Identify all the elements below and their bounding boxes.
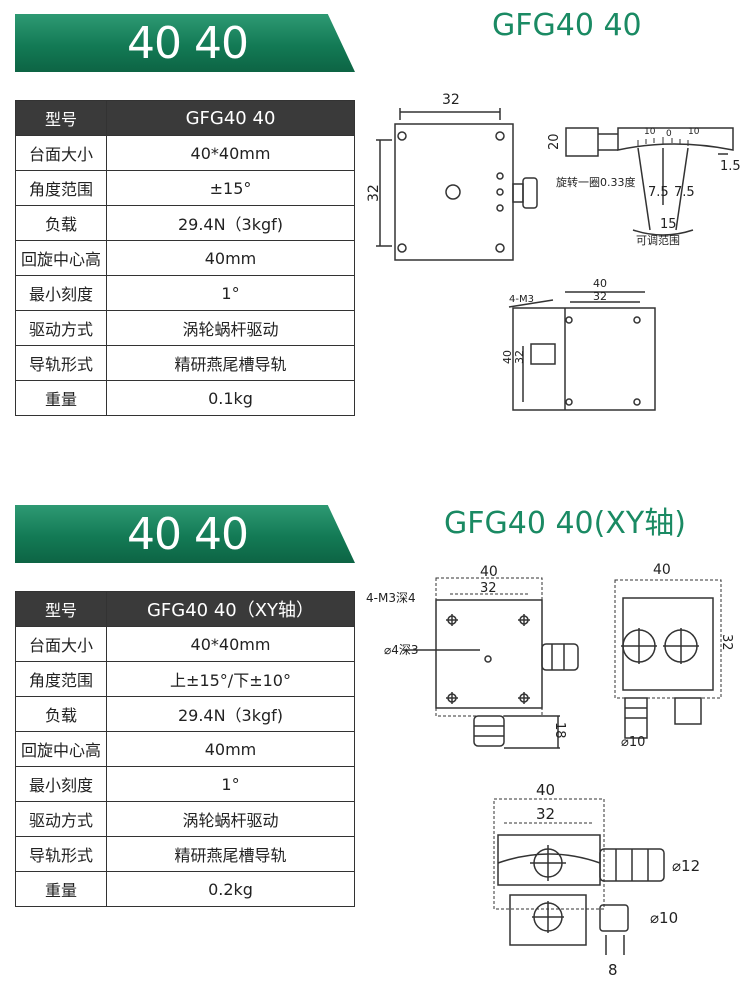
dim-7-5-left: 7.5 bbox=[648, 185, 669, 200]
dim-range-15: 15 bbox=[660, 217, 677, 232]
dim-7-5-right: 7.5 bbox=[674, 185, 695, 200]
row-key: 导轨形式 bbox=[15, 836, 107, 872]
row-key: 台面大小 bbox=[15, 135, 107, 171]
dim-xy-40: 40 bbox=[480, 564, 498, 580]
row-value: 上±15°/下±10° bbox=[106, 661, 355, 697]
screw-depth-label: 4-M3深4 bbox=[366, 591, 416, 605]
section1-title: GFG40 40 bbox=[492, 8, 642, 43]
header-model: GFG40 40（XY轴） bbox=[106, 591, 355, 627]
dim-side-d10: ⌀10 bbox=[621, 735, 645, 750]
scale-left-label: 10 bbox=[644, 127, 656, 137]
dim-side-40: 40 bbox=[653, 562, 671, 578]
row-value: 0.2kg bbox=[106, 871, 355, 907]
table-row: 导轨形式精研燕尾槽导轨 bbox=[15, 836, 355, 872]
dim-1-5: 1.5 bbox=[720, 159, 741, 174]
table-row: 导轨形式精研燕尾槽导轨 bbox=[15, 345, 355, 381]
row-key: 重量 bbox=[15, 871, 107, 907]
row-value: 涡轮蜗杆驱动 bbox=[106, 801, 355, 837]
drawing1-top-view: 32 32 bbox=[366, 92, 538, 261]
dim-bottom-h32: 32 bbox=[513, 350, 526, 364]
section1-banner-text: 40 40 bbox=[127, 18, 249, 69]
dim-bottom-32: 32 bbox=[593, 290, 607, 303]
row-key: 最小刻度 bbox=[15, 766, 107, 802]
dim-xy-32: 32 bbox=[480, 581, 497, 596]
table-row: 驱动方式涡轮蜗杆驱动 bbox=[15, 310, 355, 346]
dim-side-32: 32 bbox=[719, 634, 734, 651]
range-label: 可调范围 bbox=[636, 233, 680, 247]
table-row: 角度范围上±15°/下±10° bbox=[15, 661, 355, 697]
row-key: 角度范围 bbox=[15, 170, 107, 206]
dim-front-8: 8 bbox=[608, 961, 618, 979]
dim-bottom-40: 40 bbox=[593, 277, 607, 290]
row-value: 40*40mm bbox=[106, 626, 355, 662]
dim-top-width: 32 bbox=[442, 92, 460, 108]
table-header-row: 型号 GFG40 40 bbox=[15, 100, 355, 136]
header-key: 型号 bbox=[15, 591, 107, 627]
row-key: 最小刻度 bbox=[15, 275, 107, 311]
section2-banner: 40 40 bbox=[15, 505, 355, 563]
section1-banner: 40 40 bbox=[15, 14, 355, 72]
row-key: 重量 bbox=[15, 380, 107, 416]
header-model: GFG40 40 bbox=[106, 100, 355, 136]
row-value: 40mm bbox=[106, 731, 355, 767]
row-value: 29.4N（3kgf) bbox=[106, 205, 355, 241]
row-key: 导轨形式 bbox=[15, 345, 107, 381]
row-key: 负载 bbox=[15, 205, 107, 241]
row-value: 29.4N（3kgf) bbox=[106, 696, 355, 732]
scale-zero-label: 0 bbox=[666, 129, 672, 139]
row-value: 精研燕尾槽导轨 bbox=[106, 836, 355, 872]
dim-front-32: 32 bbox=[536, 805, 555, 823]
dim-top-height: 32 bbox=[366, 184, 382, 202]
row-key: 角度范围 bbox=[15, 661, 107, 697]
drawing1-bottom-view: 40 32 4-M3 40 32 bbox=[501, 277, 656, 411]
row-value: ±15° bbox=[106, 170, 355, 206]
drawing2-top-view: 40 32 4-M3深4 ⌀4深3 18 bbox=[366, 564, 579, 749]
header-key: 型号 bbox=[15, 100, 107, 136]
drawing2-front-view: 40 32 ⌀12 ⌀10 8 bbox=[493, 781, 700, 979]
dim-front-d10: ⌀10 bbox=[650, 909, 678, 927]
table-header-row: 型号 GFG40 40（XY轴） bbox=[15, 591, 355, 627]
table-row: 角度范围±15° bbox=[15, 170, 355, 206]
section2-title: GFG40 40(XY轴) bbox=[444, 506, 686, 541]
row-value: 精研燕尾槽导轨 bbox=[106, 345, 355, 381]
scale-right-label: 10 bbox=[688, 127, 700, 137]
row-key: 回旋中心高 bbox=[15, 731, 107, 767]
row-key: 台面大小 bbox=[15, 626, 107, 662]
screw-label: 4-M3 bbox=[509, 294, 534, 305]
drawing1-scale-view: 20 10 0 10 1.5 旋转一圈0.33度 7.5 7.5 15 可调范围 bbox=[547, 127, 741, 247]
row-value: 涡轮蜗杆驱动 bbox=[106, 310, 355, 346]
row-key: 驱动方式 bbox=[15, 310, 107, 346]
dim-bottom-h40: 40 bbox=[501, 350, 514, 364]
dim-height-20: 20 bbox=[547, 133, 562, 150]
row-value: 40mm bbox=[106, 240, 355, 276]
row-value: 1° bbox=[106, 275, 355, 311]
row-key: 驱动方式 bbox=[15, 801, 107, 837]
section2-banner-text: 40 40 bbox=[127, 509, 249, 560]
row-key: 负载 bbox=[15, 696, 107, 732]
drawing2-side-view: 40 32 ⌀10 bbox=[614, 562, 734, 750]
dim-xy-18: 18 bbox=[552, 722, 567, 739]
row-value: 1° bbox=[106, 766, 355, 802]
row-value: 40*40mm bbox=[106, 135, 355, 171]
row-key: 回旋中心高 bbox=[15, 240, 107, 276]
row-value: 0.1kg bbox=[106, 380, 355, 416]
dim-front-d12: ⌀12 bbox=[672, 857, 700, 875]
table-row: 驱动方式涡轮蜗杆驱动 bbox=[15, 801, 355, 837]
dim-front-40: 40 bbox=[536, 781, 555, 799]
rotation-note: 旋转一圈0.33度 bbox=[556, 175, 636, 189]
hole-depth-label: ⌀4深3 bbox=[384, 643, 419, 657]
